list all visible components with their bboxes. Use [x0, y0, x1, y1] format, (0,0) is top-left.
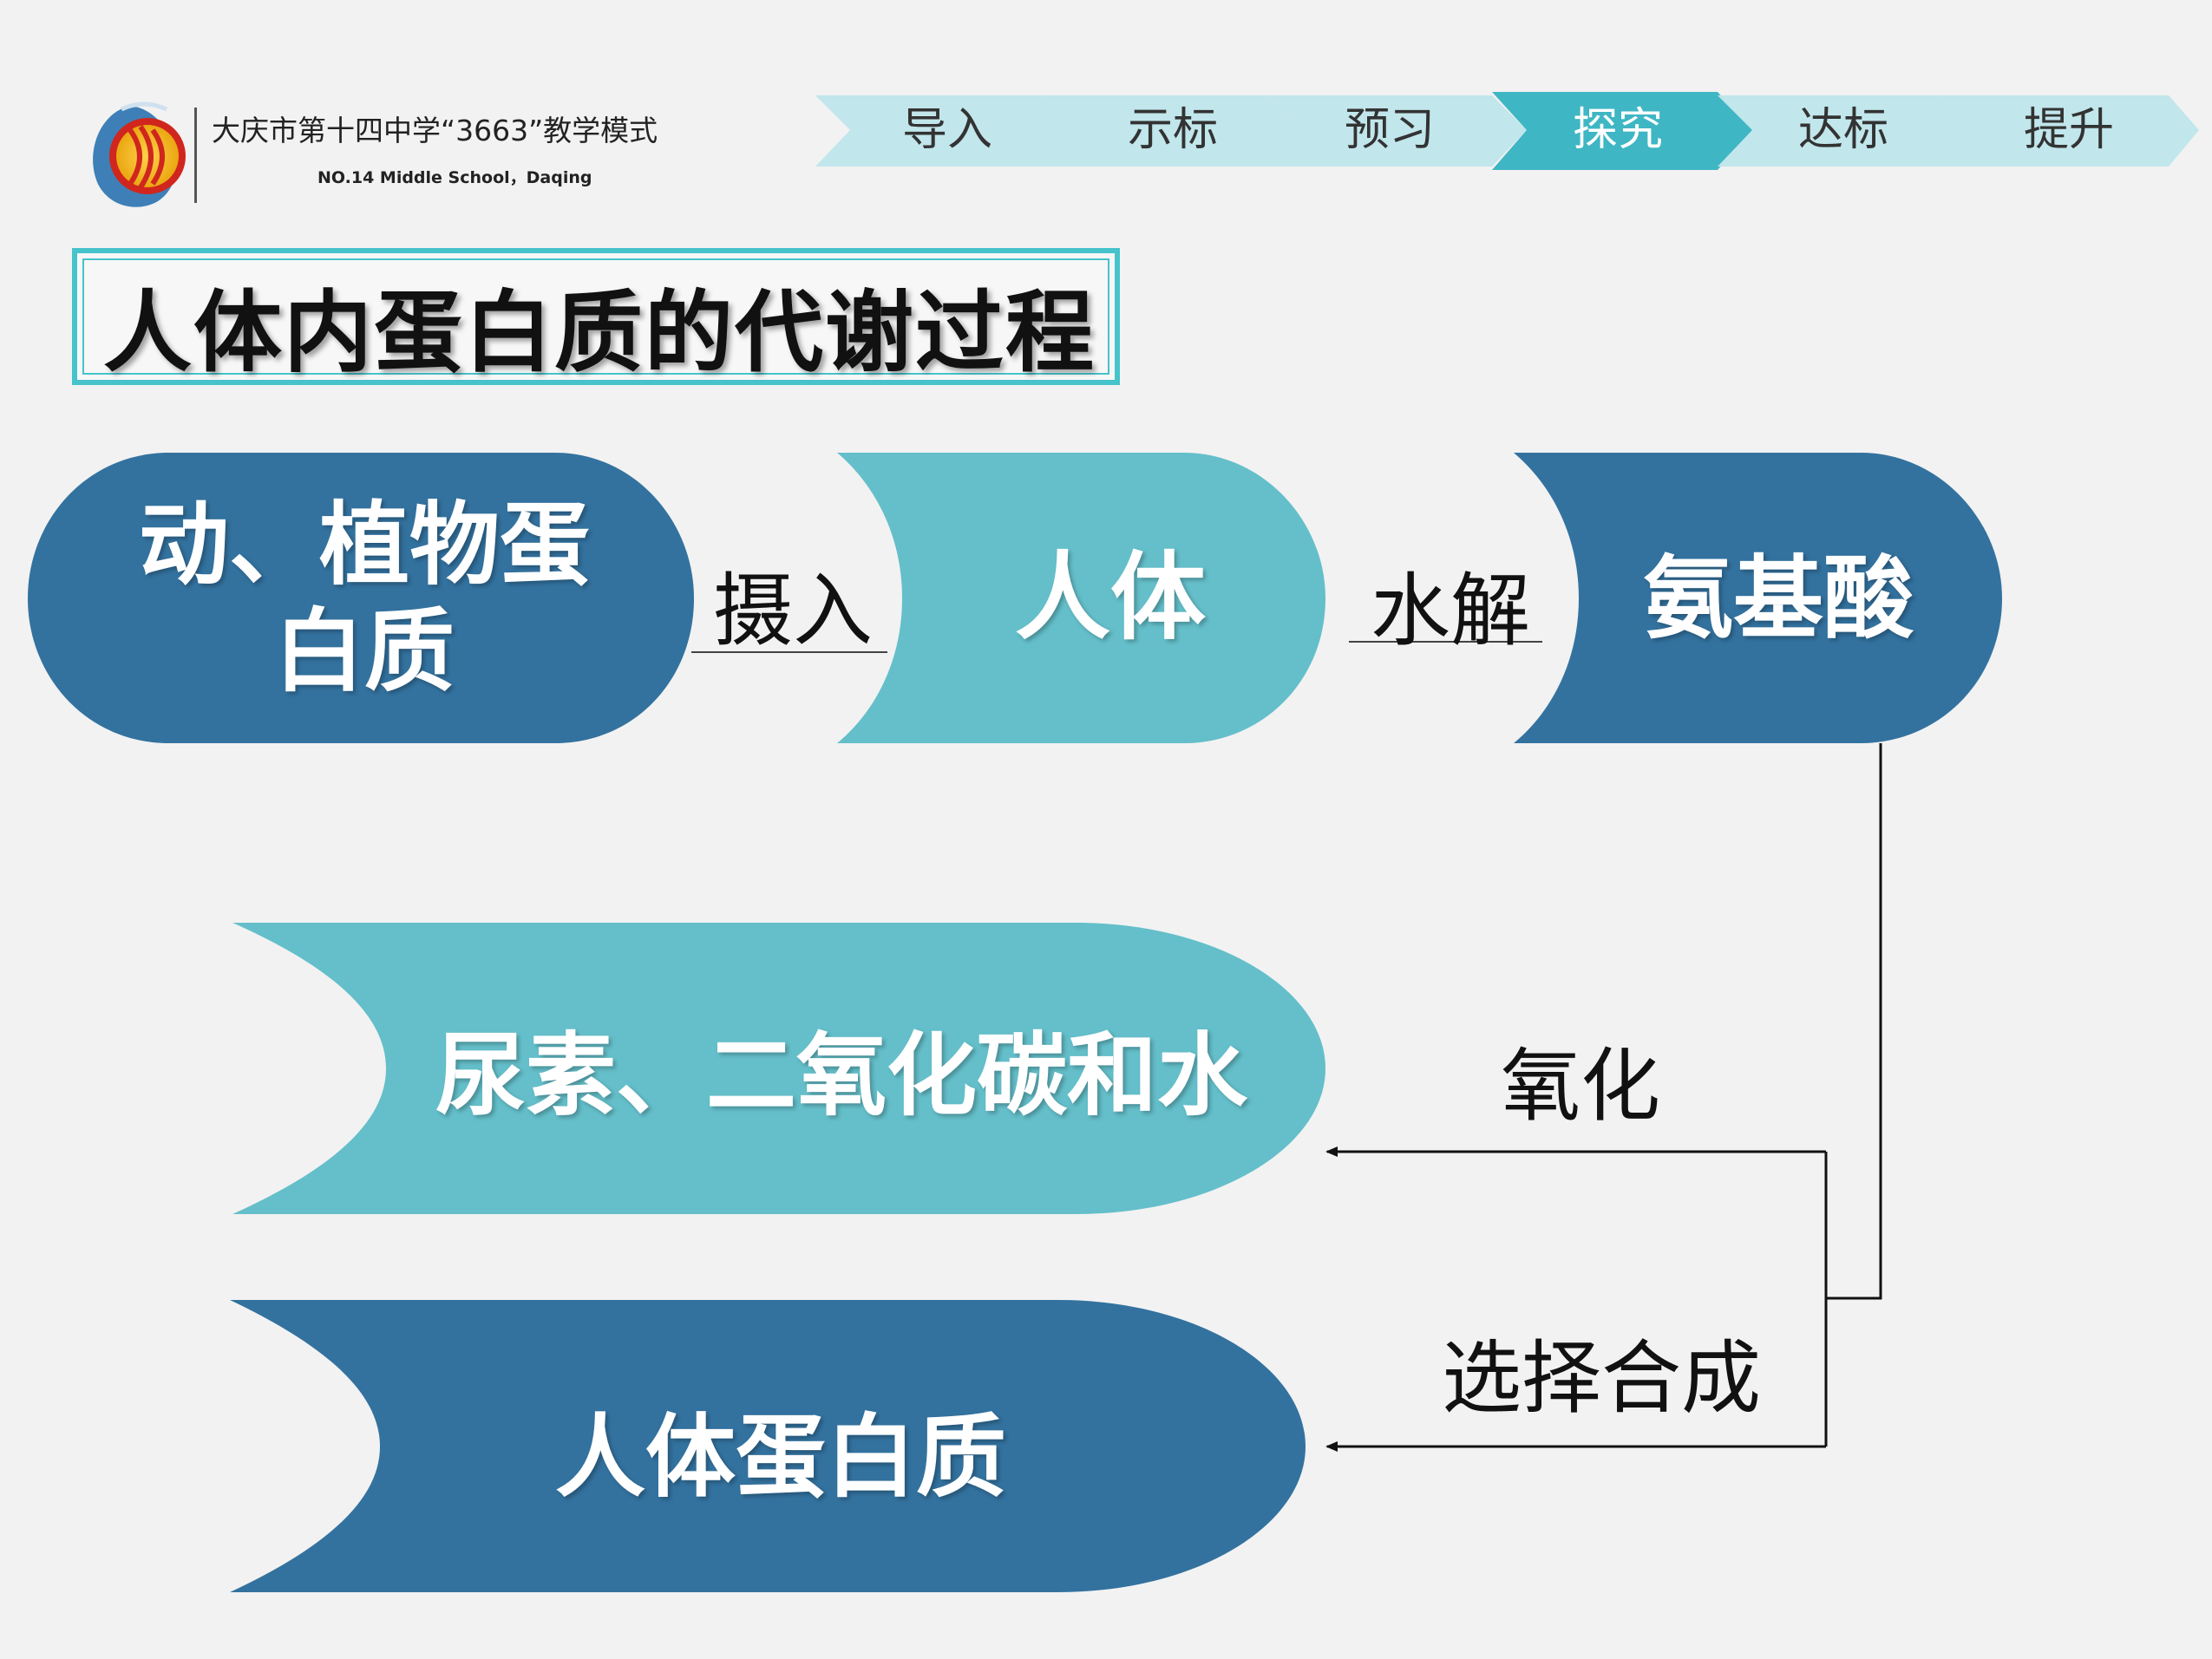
nav-step-preview[interactable]: 预习: [1344, 104, 1435, 156]
title-box: 人体内蛋白质的代谢过程: [72, 248, 1120, 385]
title-inner-border: [82, 258, 1109, 375]
source-label-line1: 动、植物蛋: [138, 492, 590, 598]
nav-step-intro[interactable]: 导入: [901, 104, 992, 156]
nav-chevron-6[interactable]: [1943, 95, 2199, 167]
source-shape: [28, 453, 694, 743]
connector-lines: [1325, 743, 1882, 1452]
nav-chevron-2[interactable]: [1041, 95, 1301, 167]
nav-chevron-4[interactable]: [1492, 92, 1752, 170]
oxidation-product-shape: [232, 923, 1325, 1214]
school-name-en: NO.14 Middle School，Daqing: [317, 168, 592, 187]
nav-step-goals[interactable]: 示标: [1127, 104, 1218, 156]
source-label-line2: 白质: [273, 598, 455, 704]
amino-acid-label: 氨基酸: [1642, 545, 1914, 651]
page-title: 人体内蛋白质的代谢过程: [103, 281, 1096, 385]
synthesis-product-shape: [230, 1300, 1306, 1592]
nav-step-assess[interactable]: 达标: [1797, 104, 1888, 156]
nav-chevron-1[interactable]: [815, 95, 1076, 167]
nav-chevron-5[interactable]: [1718, 95, 1978, 167]
nav-chevron-3[interactable]: [1266, 95, 1527, 167]
body-label: 人体: [1015, 542, 1206, 654]
school-logo-icon: [93, 101, 186, 207]
amino-acid-shape: [1514, 453, 2002, 743]
nav-step-improve[interactable]: 提升: [2023, 104, 2114, 156]
intake-label: 摄入: [713, 565, 874, 657]
nav-bar: [815, 92, 2199, 170]
oxidation-label: 氧化: [1501, 1040, 1661, 1133]
synthesis-product-label: 人体蛋白质: [554, 1403, 1006, 1510]
hydrolysis-label: 水解: [1371, 565, 1531, 657]
school-name: 大庆市第十四中学“3663”教学模式: [212, 114, 658, 147]
oxidation-product-label: 尿素、二氧化碳和水: [435, 1022, 1247, 1128]
body-shape: [837, 453, 1325, 743]
source-label: 动、植物蛋 白质: [87, 486, 642, 711]
synthesis-label: 选择合成: [1442, 1332, 1762, 1425]
amino-down-connector: [1826, 743, 1882, 1300]
nav-step-explore[interactable]: 探究: [1572, 104, 1663, 156]
header-divider: [194, 108, 197, 203]
